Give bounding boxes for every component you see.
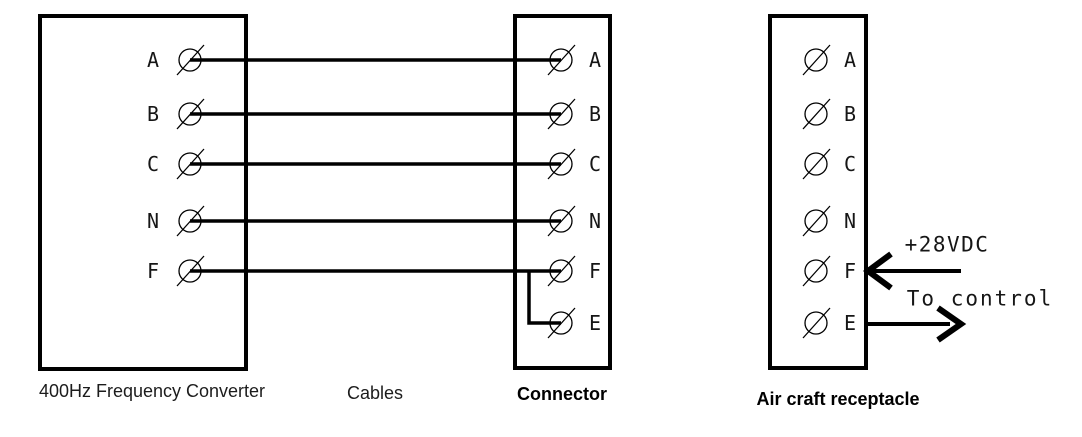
e-output-annotation: To control (906, 286, 1054, 311)
receptacle-terminal-label-e: E (843, 311, 857, 335)
receptacle-terminal-icons (802, 44, 831, 339)
receptacle-terminal-label-b: B (843, 102, 857, 126)
e-output-arrow-icon (867, 305, 967, 343)
terminal-icon (547, 307, 576, 339)
f-input-annotation: +28VDC (904, 232, 990, 257)
receptacle-terminal-label-c: C (843, 152, 857, 176)
converter-terminal-label-f: F (146, 259, 160, 283)
terminal-icon (802, 44, 831, 76)
connector-terminal-label-f: F (588, 259, 602, 283)
connector-terminal-label-b: B (588, 102, 602, 126)
converter-terminal-label-n: N (146, 209, 160, 233)
converter-box (38, 14, 248, 371)
terminal-icon (802, 255, 831, 287)
connector-terminal-icons (547, 44, 576, 339)
connector-terminal-label-c: C (588, 152, 602, 176)
terminal-icon (176, 98, 205, 130)
wire-f-to-e-jumper (527, 271, 561, 325)
terminal-icon (802, 205, 831, 237)
cable-wires (190, 58, 561, 325)
terminal-icon (176, 148, 205, 180)
connector-terminal-label-e: E (588, 311, 602, 335)
terminal-icon (802, 148, 831, 180)
connector-terminal-label-a: A (588, 48, 602, 72)
terminal-icon (176, 255, 205, 287)
converter-terminal-label-a: A (146, 48, 160, 72)
terminal-icon (547, 44, 576, 76)
f-input-arrow-icon (862, 251, 961, 291)
connector-caption: Connector (517, 384, 607, 405)
terminal-icon (547, 205, 576, 237)
receptacle-caption: Air craft receptacle (756, 389, 920, 410)
terminal-icon (547, 255, 576, 287)
receptacle-terminal-label-a: A (843, 48, 857, 72)
terminal-icon (802, 307, 831, 339)
terminal-icon (176, 205, 205, 237)
receptacle-terminal-label-n: N (843, 209, 857, 233)
terminal-icon (176, 44, 205, 76)
converter-terminal-icons (176, 44, 205, 287)
converter-terminal-label-c: C (146, 152, 160, 176)
receptacle-box (768, 14, 868, 370)
converter-terminal-label-b: B (146, 102, 160, 126)
receptacle-terminal-label-f: F (843, 259, 857, 283)
connector-terminal-label-n: N (588, 209, 602, 233)
terminal-icon (547, 98, 576, 130)
cables-caption: Cables (346, 383, 404, 404)
terminal-icon (547, 148, 576, 180)
terminal-icon (802, 98, 831, 130)
converter-caption: 400Hz Frequency Converter (38, 381, 266, 402)
connector-box (513, 14, 612, 370)
